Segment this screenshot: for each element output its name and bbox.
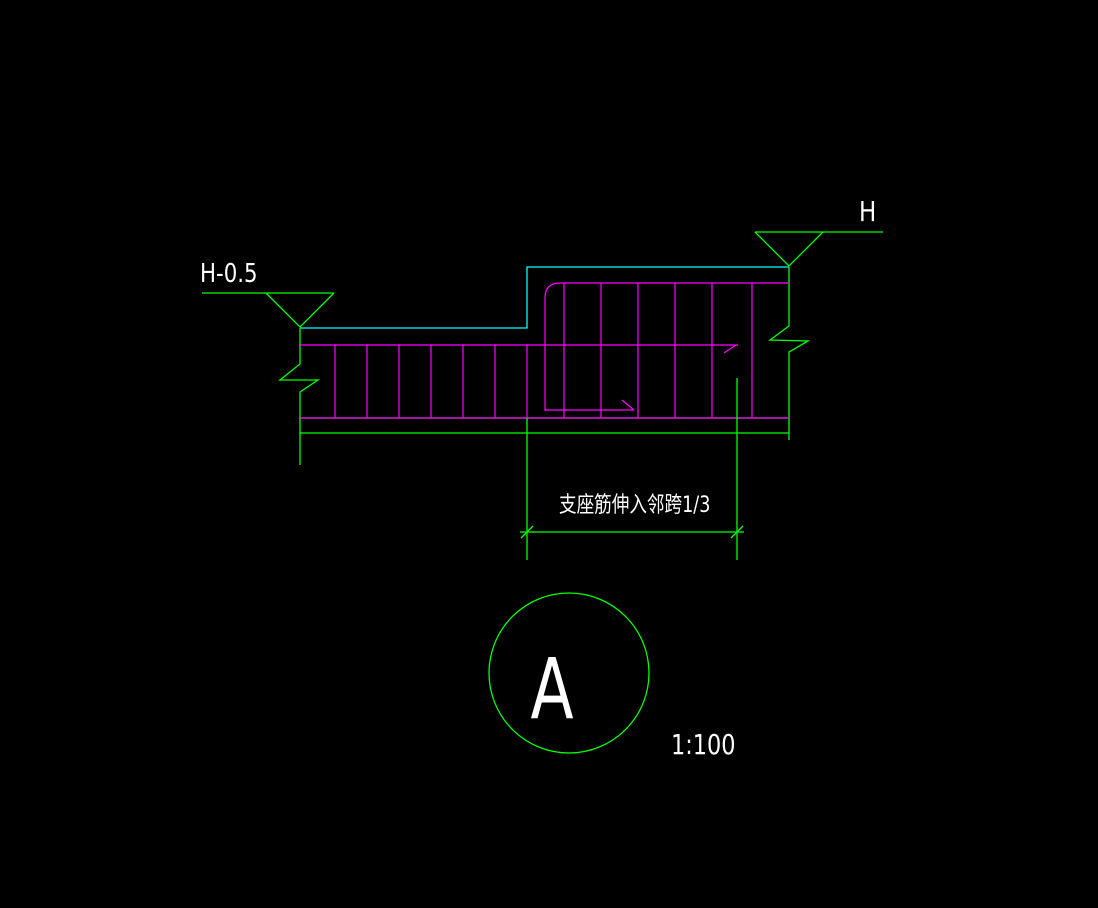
detail-mark: A [530, 640, 573, 738]
level-mark-right [754, 231, 883, 267]
dimension-line [520, 378, 744, 560]
slab-top-line [300, 266, 789, 329]
level-label-right: H [859, 196, 876, 229]
level-mark-left [202, 292, 335, 328]
scale-label: 1:100 [671, 727, 736, 760]
slab-outline [278, 267, 811, 465]
dimension-note: 支座筋伸入邻跨1/3 [559, 492, 710, 517]
level-label-left: H-0.5 [200, 258, 258, 289]
detail-bubble [488, 592, 650, 754]
rebar-group [300, 282, 789, 419]
